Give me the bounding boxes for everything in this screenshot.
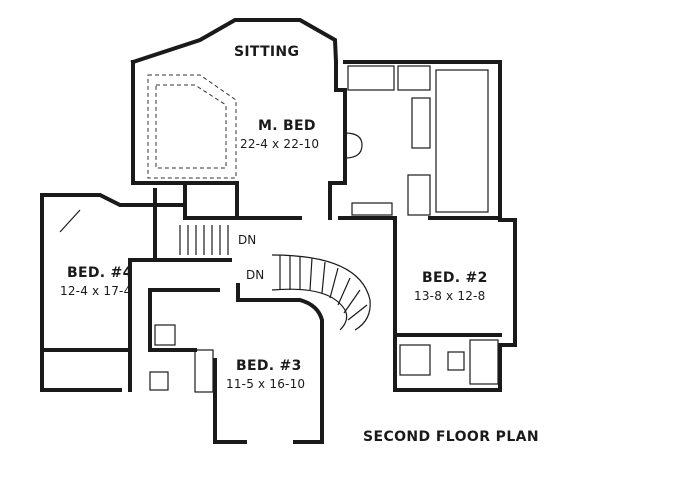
room-dims-bed-2: 13-8 x 12-8 xyxy=(414,289,486,303)
room-name-sitting: SITTING xyxy=(234,44,300,60)
room-dims-bed-4: 12-4 x 17-4 xyxy=(60,284,132,298)
bedroom-4-walls xyxy=(40,188,157,392)
room-dims-bed-3: 11-5 x 16-10 xyxy=(226,377,306,391)
stair-hall xyxy=(128,203,397,331)
room-dims-master-bed: 22-4 x 22-10 xyxy=(240,137,320,151)
stair-label-dn-lower: DN xyxy=(246,268,265,282)
room-name-bed-3: BED. #3 xyxy=(236,358,302,374)
bedroom-3-walls xyxy=(148,283,324,444)
plan-title: SECOND FLOOR PLAN xyxy=(363,429,540,445)
tray-ceiling xyxy=(147,74,237,179)
stair-treads-upper xyxy=(179,225,229,255)
room-name-bed-4: BED. #4 xyxy=(67,265,133,281)
master-bath xyxy=(343,60,502,220)
room-name-bed-2: BED. #2 xyxy=(422,270,488,286)
room-name-master-bed: M. BED xyxy=(258,118,316,134)
bedroom-2-walls xyxy=(393,218,517,392)
master-suite-walls xyxy=(130,18,397,220)
stair-label-dn-upper: DN xyxy=(238,233,257,247)
